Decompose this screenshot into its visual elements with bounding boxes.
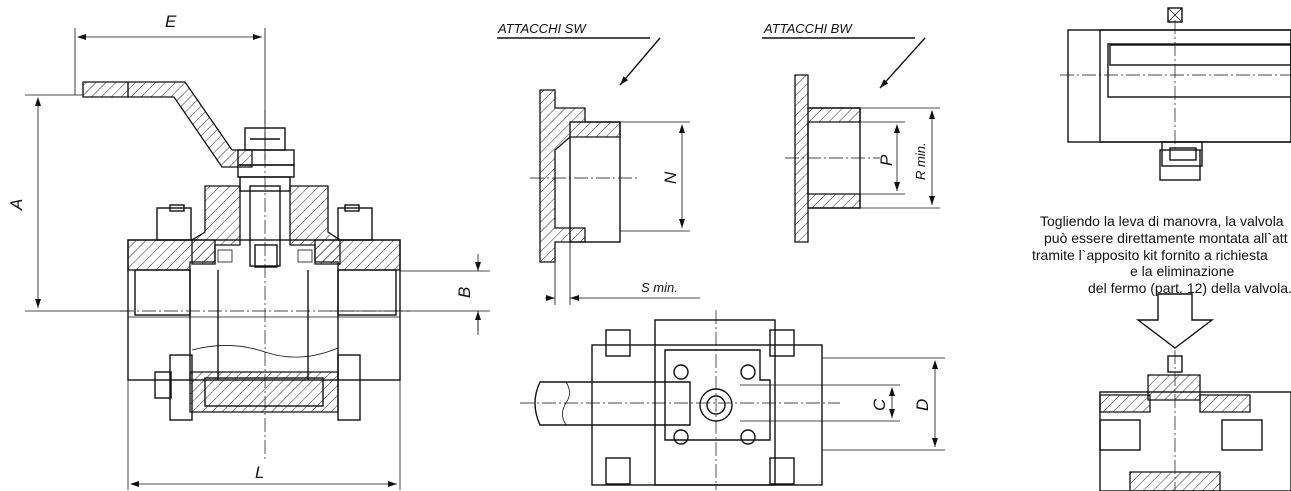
dim-label-l: L [255,463,264,482]
actuator-view [1060,7,1291,491]
dim-label-r-min: R min. [913,142,928,180]
dim-label-s-min: S min. [641,280,678,295]
bw-connection-detail [762,37,940,243]
dim-label-b: B [455,287,474,298]
dim-label-p: P [877,154,896,166]
front-section-view [25,28,490,490]
note-line-4: e la eliminazione [1130,263,1234,279]
bw-section-title: ATTACCHI BW [763,21,853,36]
dim-label-d: D [913,399,932,411]
dim-label-c: C [870,398,889,411]
mounting-note: Togliendo la leva di manovra, la valvola… [1032,213,1291,296]
sw-section-title: ATTACCHI SW [497,21,587,36]
note-line-2: può essere direttamente montata all`att [1044,230,1288,246]
top-plan-view [520,310,945,490]
note-line-3: tramite l`apposito kit fornito a richies… [1032,247,1268,263]
note-line-5: del fermo (part. 12) della valvola. [1088,280,1291,296]
dim-label-e: E [165,12,177,31]
dim-label-n: N [661,171,680,184]
sw-connection-detail [497,37,700,305]
note-line-1: Togliendo la leva di manovra, la valvola [1040,213,1284,229]
dim-label-a: A [7,199,26,211]
